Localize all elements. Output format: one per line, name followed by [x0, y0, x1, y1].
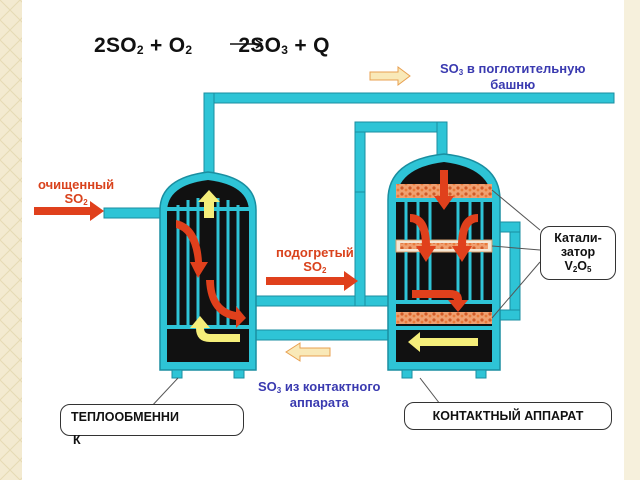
heated-line1: подогретый — [276, 245, 354, 260]
heated-so2-arrow — [266, 271, 358, 291]
catalyst-o: O — [577, 259, 588, 273]
equation-plus-1: + O — [143, 34, 186, 57]
purified-so2-arrow — [34, 201, 104, 221]
callout-pointers — [149, 189, 541, 409]
flow-arrows — [34, 39, 411, 362]
heat-exchanger-callout: ТЕПЛООБМЕННИ К — [60, 404, 244, 447]
equation-rhs-2: + Q — [288, 34, 330, 57]
so3-out-sub: 3 — [458, 68, 464, 77]
purified-so2-label: очищенный SO2 — [38, 178, 114, 208]
catalyst-callout: Катали- затор V2O5 — [540, 226, 616, 280]
so3-out-arrow — [369, 66, 411, 86]
catalyst-line2: затор — [560, 245, 596, 259]
pipe-top-horizontal — [203, 92, 615, 104]
pipe-middle-up — [354, 191, 366, 307]
equation-lhs-1-sub: 2 — [136, 43, 144, 57]
equation-lhs-1: 2SO — [94, 34, 137, 57]
pipe-top-vertical — [203, 92, 215, 186]
heat-exchanger-label-wrap: К — [73, 433, 81, 447]
purified-line1: очищенный — [38, 177, 115, 192]
right-margin-band — [624, 0, 640, 480]
so3-from-label: SO3 из контактного аппарата — [258, 380, 381, 410]
contact-apparatus-callout: КОНТАКТНЫЙ АППАРАТ — [404, 402, 612, 430]
pipe-inlet — [103, 207, 165, 219]
pipe-loop-top — [354, 121, 448, 133]
contact-apparatus-vessel — [387, 153, 501, 379]
catalyst-v-sub: 2 — [572, 265, 578, 274]
equation-rhs-1-sub: 3 — [281, 43, 289, 57]
catalyst-o-sub: 5 — [587, 265, 592, 274]
catalyst-v: V — [564, 259, 573, 273]
so3-from-sub: 3 — [276, 386, 282, 395]
purified-sub: 2 — [83, 198, 88, 207]
so3-out-line2: башню — [490, 77, 536, 92]
so3-from-prefix: SO — [258, 379, 277, 394]
so3-from-arrow — [285, 342, 331, 362]
so3-from-line2: аппарата — [289, 395, 349, 410]
heated-so2-label: подогретый SO2 — [276, 246, 354, 276]
pipe-middle — [254, 295, 391, 307]
heat-exchanger-label: ТЕПЛООБМЕННИ — [71, 410, 179, 424]
pipe-right-bottom — [499, 309, 521, 321]
heat-exchanger-vessel — [159, 171, 257, 379]
so3-out-line1: в поглотительную — [463, 61, 586, 76]
so3-out-label: SO3 в поглотительную башню — [440, 62, 585, 92]
heated-so2: SO — [303, 259, 323, 274]
so3-out-prefix: SO — [440, 61, 459, 76]
heated-sub: 2 — [322, 266, 327, 275]
catalyst-line1: Катали- — [554, 231, 602, 245]
purified-so2: SO — [64, 191, 84, 206]
pipe-right-vertical — [509, 221, 521, 321]
pipe-right-top — [499, 221, 521, 233]
equation-rhs-1: 2SO — [238, 34, 282, 57]
contact-apparatus-label: КОНТАКТНЫЙ АППАРАТ — [432, 409, 584, 423]
left-margin-band — [0, 0, 22, 480]
equation-plus-1-sub: 2 — [185, 43, 193, 57]
so3-from-line1: из контактного — [281, 379, 381, 394]
pipe-bottom — [254, 329, 391, 341]
